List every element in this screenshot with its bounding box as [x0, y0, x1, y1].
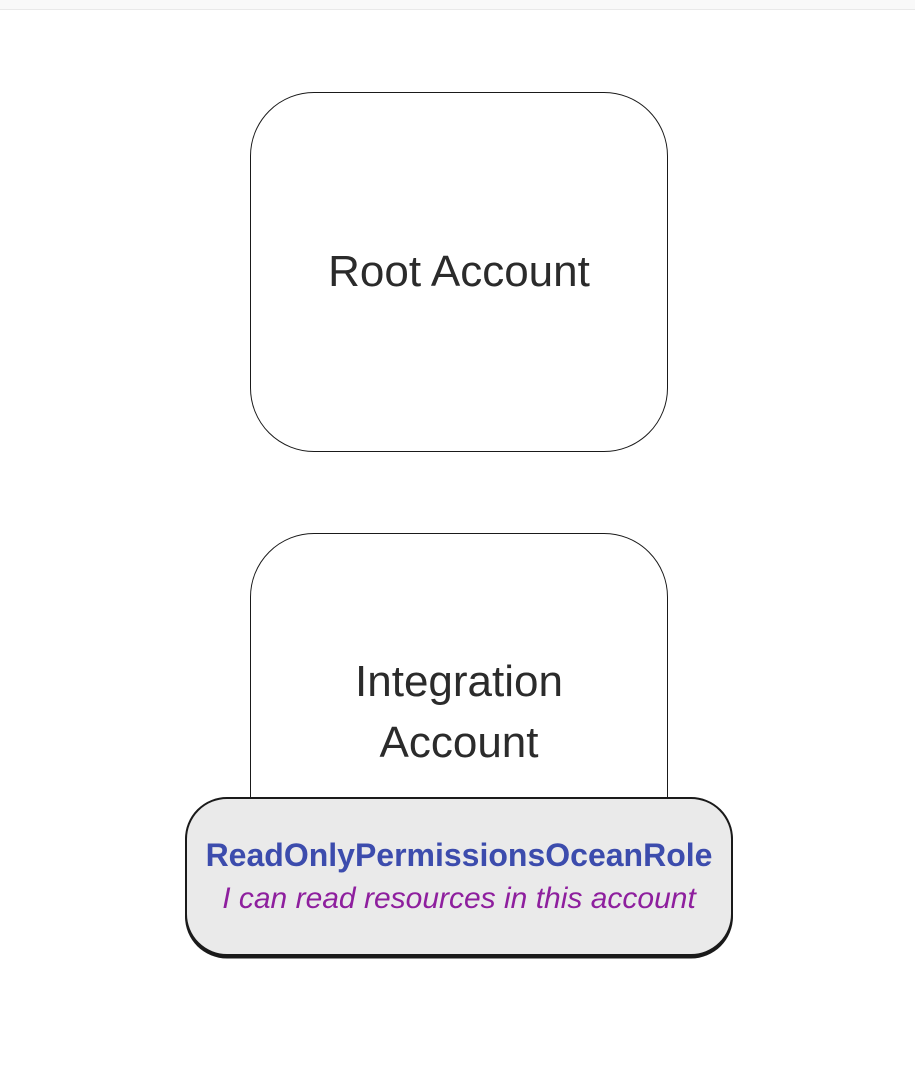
node-root-account: Root Account	[250, 92, 668, 452]
role-description-label: I can read resources in this account	[222, 881, 696, 915]
integration-account-label: Integration Account	[355, 657, 563, 767]
root-account-label: Root Account	[328, 246, 590, 296]
node-readonly-permissions-role: ReadOnlyPermissionsOceanRole I can read …	[185, 797, 733, 956]
role-name-label: ReadOnlyPermissionsOceanRole	[205, 837, 713, 874]
page-top-strip	[0, 0, 915, 10]
